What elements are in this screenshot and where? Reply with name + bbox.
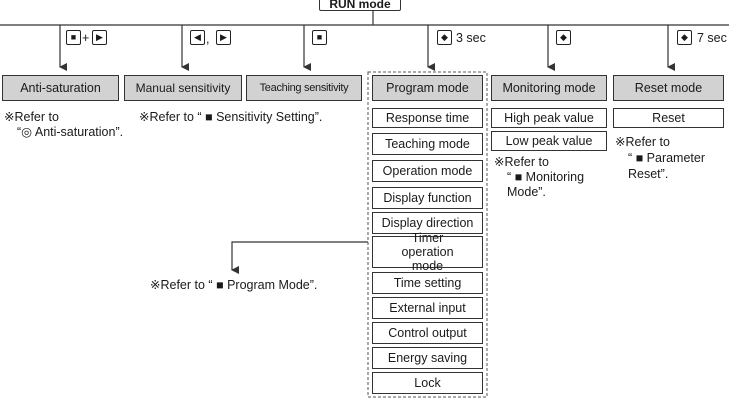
manual-sensitivity-box: Manual sensitivity [124,75,242,101]
program-item-external-input: External input [372,297,483,319]
reset-note-line1: ※Refer to [615,135,670,149]
diamond-key-icon: ◆ [437,30,452,45]
program-item-display-direction: Display direction [372,212,483,234]
monitoring-note-line1: ※Refer to [494,155,549,169]
reset-hold-duration: 7 sec [697,31,727,45]
program-item-teaching-mode: Teaching mode [372,133,483,155]
diamond-key-icon: ◆ [677,30,692,45]
program-mode-box: Program mode [372,75,483,101]
program-item-time-setting: Time setting [372,272,483,294]
run-mode-box: RUN mode [319,0,401,11]
monitoring-item-high-peak: High peak value [491,108,607,128]
program-item-lock: Lock [372,372,483,394]
monitoring-note-line3: Mode”. [507,185,546,199]
program-item-energy-saving: Energy saving [372,347,483,369]
reset-note-line3: Reset”. [628,167,669,181]
set-key-icon: ■ [66,30,81,45]
program-note: ※Refer to “ ■ Program Mode”. [150,278,318,292]
monitoring-item-low-peak: Low peak value [491,131,607,151]
program-item-operation-mode: Operation mode [372,160,483,182]
anti-saturation-note-line1: ※Refer to [4,110,59,124]
program-item-display-function: Display function [372,187,483,209]
right-key-icon: ▶ [216,30,231,45]
program-item-control-output: Control output [372,322,483,344]
right-key-icon: ▶ [92,30,107,45]
anti-saturation-note-line2: “◎ Anti-saturation”. [17,125,124,139]
reset-mode-box: Reset mode [613,75,724,101]
left-key-icon: ◀ [190,30,205,45]
comma-separator: , [206,32,210,46]
reset-item-reset: Reset [613,108,724,128]
set-key-icon: ■ [312,30,327,45]
sensitivity-note: ※Refer to “ ■ Sensitivity Setting”. [139,110,323,124]
diamond-key-icon: ◆ [556,30,571,45]
program-dashed-frame [367,71,488,398]
plus-sign: + [82,31,90,45]
program-hold-duration: 3 sec [456,31,486,45]
program-item-timer-operation-mode: Timer operation mode [372,231,483,273]
teaching-sensitivity-box: Teaching sensitivity [246,75,362,101]
monitoring-note-line2: “ ■ Monitoring [507,170,585,184]
anti-saturation-box: Anti-saturation [2,75,119,101]
monitoring-mode-box: Monitoring mode [491,75,607,101]
program-item-response-time: Response time [372,108,483,128]
arrow-program-reference [231,241,368,274]
reset-note-line2: “ ■ Parameter [628,151,706,165]
